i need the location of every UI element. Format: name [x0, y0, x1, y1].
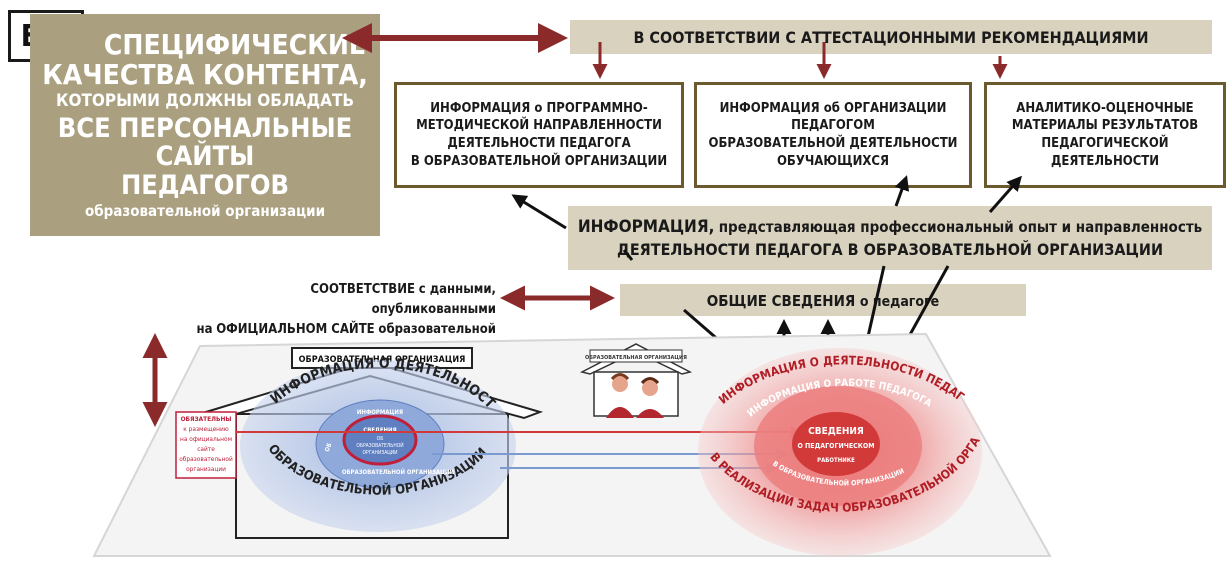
arrow-black-2 [894, 175, 910, 207]
spec-line-5: ПЕДАГОГОВ [120, 169, 290, 201]
card-analytic-materials: АНАЛИТИКО-ОЦЕНОЧНЫЕ МАТЕРИАЛЫ РЕЗУЛЬТАТО… [984, 82, 1226, 188]
line-illus-2 [622, 249, 634, 261]
spec-line-2: КАЧЕСТВА КОНТЕНТА, [42, 57, 368, 91]
card-program-methodical: ИНФОРМАЦИЯ о ПРОГРАММНО- МЕТОДИЧЕСКОЙ НА… [394, 82, 684, 188]
mandatory-note: ОБЯЗАТЕЛЬНЫ к размещению на официальном … [175, 411, 237, 479]
attestation-banner: В СООТВЕТСТВИИ С АТТЕСТАЦИОННЫМИ РЕКОМЕН… [570, 20, 1212, 54]
svg-text:организации: организации [186, 465, 226, 473]
general-info-banner: ОБЩИЕ СВЕДЕНИЯ о педагоге [620, 284, 1026, 316]
conformity-text: СООТВЕТСТВИЕ с данными, опубликованными … [196, 282, 497, 357]
left-house: ОБРАЗОВАТЕЛЬНАЯ ОРГАНИЗАЦИЯ ИНФОРМАЦИЯ О… [0, 0, 544, 539]
svg-text:на официальном: на официальном [180, 435, 232, 443]
spec-line-3: КОТОРЫМИ ДОЛЖНЫ ОБЛАДАТЬ [55, 91, 355, 112]
svg-text:ОБРАЗОВАТЕЛЬНАЯ ОРГАНИЗАЦИЯ: ОБРАЗОВАТЕЛЬНАЯ ОРГАНИЗАЦИЯ [585, 355, 687, 361]
experience-banner: ИНФОРМАЦИЯ, представляющая профессиональ… [568, 206, 1212, 270]
svg-text:к размещению: к размещению [183, 425, 229, 433]
small-house: ОБРАЗОВАТЕЛЬНАЯ ОРГАНИЗАЦИЯ [579, 343, 693, 418]
svg-text:сайте: сайте [197, 445, 215, 453]
svg-text:ОБ: ОБ [324, 442, 334, 453]
left-roof-label: ОБРАЗОВАТЕЛЬНАЯ ОРГАНИЗАЦИЯ [299, 355, 466, 365]
svg-text:СВЕДЕНИЯ: СВЕДЕНИЯ [363, 427, 396, 434]
arrow-black-1 [511, 194, 567, 230]
svg-text:ОБ: ОБ [377, 436, 384, 442]
svg-text:ИНФОРМАЦИЯ: ИНФОРМАЦИЯ [357, 409, 403, 416]
svg-text:ОБРАЗОВАТЕЛЬНОЙ ОРГАНИЗАЦИИ: ОБРАЗОВАТЕЛЬНОЙ ОРГАНИЗАЦИИ [342, 468, 455, 476]
spec-line-6: образовательной организации [84, 201, 326, 220]
arrow-black-3 [988, 175, 1022, 213]
svg-text:О ПЕДАГОГИЧЕСКОМ: О ПЕДАГОГИЧЕСКОМ [797, 442, 874, 450]
svg-text:ОБЯЗАТЕЛЬНЫ: ОБЯЗАТЕЛЬНЫ [181, 415, 232, 423]
spec-line-4: ВСЕ ПЕРСОНАЛЬНЫЕ САЙТЫ [57, 112, 353, 173]
specific-qualities-block: СПЕЦИФИЧЕСКИЕ КАЧЕСТВА КОНТЕНТА, КОТОРЫМ… [30, 14, 380, 236]
svg-text:ОБРАЗОВАТЕЛЬНОЙ: ОБРАЗОВАТЕЛЬНОЙ [356, 442, 403, 449]
card-organization-activity: ИНФОРМАЦИЯ об ОРГАНИЗАЦИИ ПЕДАГОГОМ ОБРА… [694, 82, 972, 188]
svg-text:СВЕДЕНИЯ: СВЕДЕНИЯ [808, 426, 864, 437]
svg-text:образовательной: образовательной [179, 455, 233, 463]
spec-line-1: СПЕЦИФИЧЕСКИЕ [103, 28, 367, 62]
svg-text:РАБОТНИКЕ: РАБОТНИКЕ [817, 457, 855, 464]
svg-text:ОРГАНИЗАЦИИ: ОРГАНИЗАЦИИ [362, 450, 397, 456]
